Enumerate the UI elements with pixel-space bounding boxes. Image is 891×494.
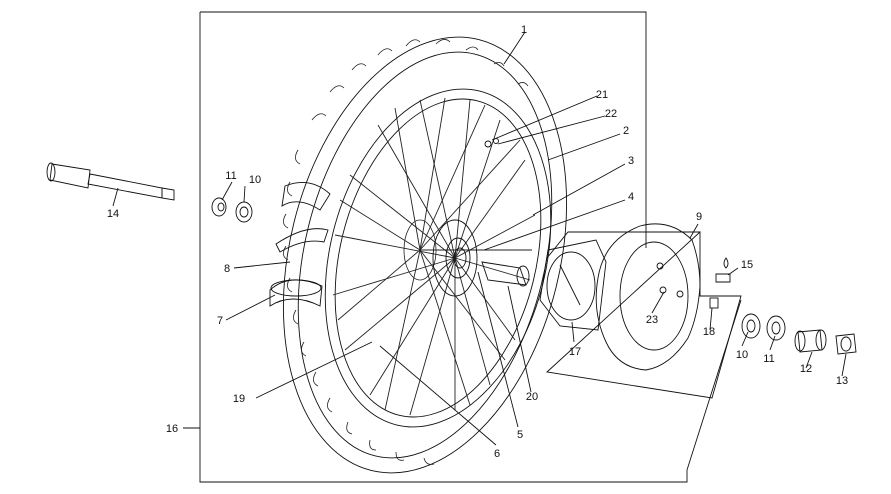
label-10-left: 10 [249,174,261,186]
wheel-hub [403,219,478,297]
label-6: 6 [494,448,500,460]
label-8: 8 [224,263,230,275]
label-4: 4 [628,191,634,203]
label-14: 14 [107,208,119,220]
label-11-left: 11 [225,170,236,182]
disc-bolt [715,257,731,283]
label-10-right: 10 [736,349,748,361]
assembly-frame [199,11,742,483]
label-1: 1 [521,24,527,36]
label-5: 5 [517,429,523,441]
label-3: 3 [628,155,634,167]
label-22: 22 [605,108,617,120]
label-9: 9 [696,211,702,223]
axle [46,162,175,201]
label-7: 7 [217,315,223,327]
label-2: 2 [623,125,629,137]
label-13: 13 [836,375,848,387]
brake-group-frame [546,230,742,399]
label-12: 12 [800,363,812,375]
right-bearing-set [741,313,857,355]
left-bearing-set [211,197,253,223]
label-20: 20 [526,391,538,403]
leader-lines [112,31,847,446]
tyre [282,36,568,474]
label-18: 18 [703,326,715,338]
label-15: 15 [741,259,753,271]
brake-disc-gasket [539,239,607,331]
rim-tape [269,181,331,307]
disc-pin [709,297,719,309]
label-17: 17 [569,346,581,358]
label-23: 23 [646,314,658,326]
label-21: 21 [596,89,608,101]
hub-spacer [481,261,530,287]
label-11-right: 11 [763,353,774,365]
spokes [332,97,536,416]
label-19: 19 [233,393,245,405]
label-16: 16 [166,423,178,435]
